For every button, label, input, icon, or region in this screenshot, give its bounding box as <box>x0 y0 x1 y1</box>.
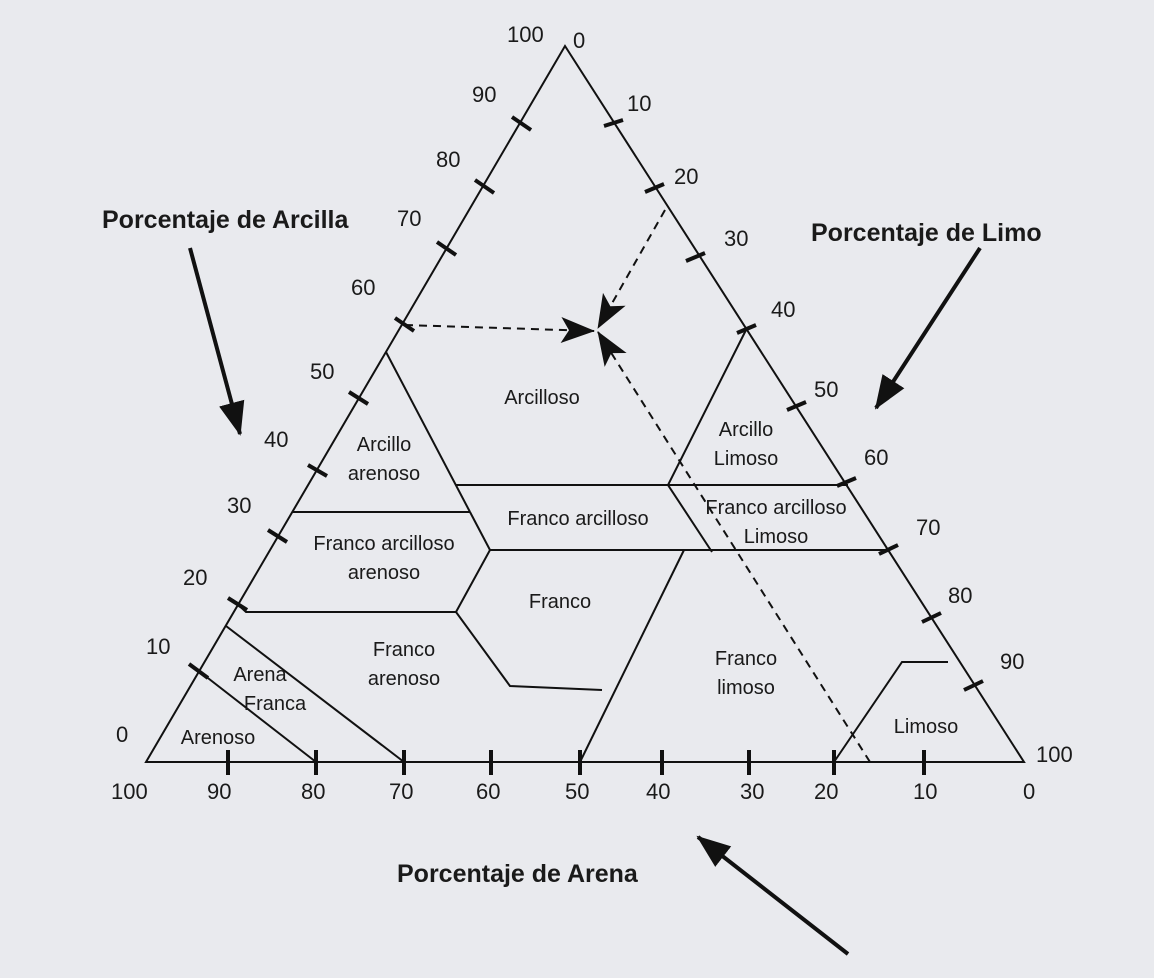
clay-tick <box>510 115 533 132</box>
clay-tick-label: 100 <box>507 22 544 47</box>
clay-tick-label: 50 <box>310 359 334 384</box>
clay-tick <box>347 390 370 406</box>
silt-tick-label: 10 <box>627 91 651 116</box>
region-label-franco-limoso: limoso <box>717 677 775 699</box>
guide-clay <box>404 316 595 343</box>
silt-tick <box>685 251 706 263</box>
boundary-loamy-sand <box>225 625 405 763</box>
silt-tick-label: 70 <box>916 515 940 540</box>
clay-tick <box>393 316 416 333</box>
clay-tick <box>187 662 210 680</box>
sand-tick-label: 60 <box>476 779 500 804</box>
triangle-outline <box>144 44 1026 763</box>
region-label-arena-franca: Arena <box>233 664 287 686</box>
reading-guides <box>404 209 871 763</box>
boundary-loam-silt-loam <box>579 549 685 763</box>
sand-tick-label: 30 <box>740 779 764 804</box>
region-label-arcillo-limoso: Arcillo <box>719 419 773 441</box>
clay-tick-label: 40 <box>264 427 288 452</box>
sand-tick-label: 0 <box>1023 779 1035 804</box>
silt-tick <box>963 679 984 692</box>
silt-tick-label: 0 <box>573 28 585 53</box>
sand-direction-arrow <box>696 835 850 956</box>
region-label-franco-arcilloso-limoso: Franco arcilloso <box>705 497 846 519</box>
silt-tick-label: 100 <box>1036 742 1073 767</box>
tick-marks <box>187 115 984 775</box>
region-label-franco-arcilloso-arenoso: arenoso <box>348 562 420 584</box>
region-label-arena-franca: Franca <box>244 693 307 715</box>
silt-tick-label: 30 <box>724 226 748 251</box>
boundary-sand <box>194 667 317 763</box>
silt-tick <box>786 400 807 412</box>
clay-tick <box>226 596 249 612</box>
class-boundaries <box>194 329 948 763</box>
region-label-franco-arcilloso-limoso: Limoso <box>744 526 808 548</box>
guide-sand <box>597 331 871 763</box>
silt-tick <box>878 543 899 556</box>
silt-tick-label: 20 <box>674 164 698 189</box>
region-label-franco-arenoso: Franco <box>373 639 435 661</box>
region-labels: ArcillosoArcilloarenosoArcilloLimosoFran… <box>181 387 958 749</box>
region-label-franco-limoso: Franco <box>715 648 777 670</box>
silt-tick <box>836 476 857 488</box>
clay-tick-label: 0 <box>116 722 128 747</box>
silt-tick-label: 50 <box>814 377 838 402</box>
clay-tick-label: 10 <box>146 634 170 659</box>
clay-tick-label: 20 <box>183 565 207 590</box>
sand-tick-label: 50 <box>565 779 589 804</box>
clay-tick-label: 90 <box>472 82 496 107</box>
clay-tick-label: 60 <box>351 275 375 300</box>
sand-tick-label: 90 <box>207 779 231 804</box>
region-label-arcillo-limoso: Limoso <box>714 448 778 470</box>
silt-tick-label: 60 <box>864 445 888 470</box>
region-label-arcillo-arenoso: arenoso <box>348 463 420 485</box>
boundary-sandy-clay-loam-bottom <box>232 599 456 613</box>
silt-axis-title: Porcentaje de Limo <box>811 219 1042 247</box>
silt-tick-label: 80 <box>948 583 972 608</box>
region-label-arcilloso: Arcilloso <box>504 387 580 409</box>
silt-tick <box>603 118 624 128</box>
clay-tick-label: 70 <box>397 206 421 231</box>
region-label-franco-arenoso: arenoso <box>368 668 440 690</box>
boundary-loam-sandy-loam <box>455 611 603 691</box>
silt-tick <box>644 182 665 194</box>
clay-tick <box>473 178 496 195</box>
boundary-clay-loam-left <box>455 511 492 613</box>
sand-tick-label: 70 <box>389 779 413 804</box>
sand-tick-label: 80 <box>301 779 325 804</box>
region-label-arenoso: Arenoso <box>181 727 256 749</box>
region-label-arcillo-arenoso: Arcillo <box>357 434 411 456</box>
region-label-limoso: Limoso <box>894 716 958 738</box>
boundary-clay-sandy-clay <box>385 351 471 513</box>
clay-tick <box>266 528 289 544</box>
clay-tick-label: 80 <box>436 147 460 172</box>
sand-tick-label: 40 <box>646 779 670 804</box>
clay-tick <box>435 240 458 257</box>
sand-axis-title: Porcentaje de Arena <box>397 860 639 888</box>
region-label-franco: Franco <box>529 591 591 613</box>
silt-tick <box>736 323 757 335</box>
boundary-silt <box>833 661 948 763</box>
clay-direction-arrow <box>188 247 245 436</box>
clay-tick-label: 30 <box>227 493 251 518</box>
silt-tick-label: 40 <box>771 297 795 322</box>
silt-tick <box>921 611 942 624</box>
silt-direction-arrow <box>874 246 982 410</box>
clay-tick <box>306 463 329 478</box>
clay-axis-title: Porcentaje de Arcilla <box>102 206 349 234</box>
sand-tick-label: 100 <box>111 779 148 804</box>
sand-tick-label: 20 <box>814 779 838 804</box>
guide-silt <box>597 209 666 329</box>
region-label-franco-arcilloso: Franco arcilloso <box>507 508 648 530</box>
region-label-franco-arcilloso-arenoso: Franco arcilloso <box>313 533 454 555</box>
sand-tick-label: 10 <box>913 779 937 804</box>
silt-tick-label: 90 <box>1000 649 1024 674</box>
